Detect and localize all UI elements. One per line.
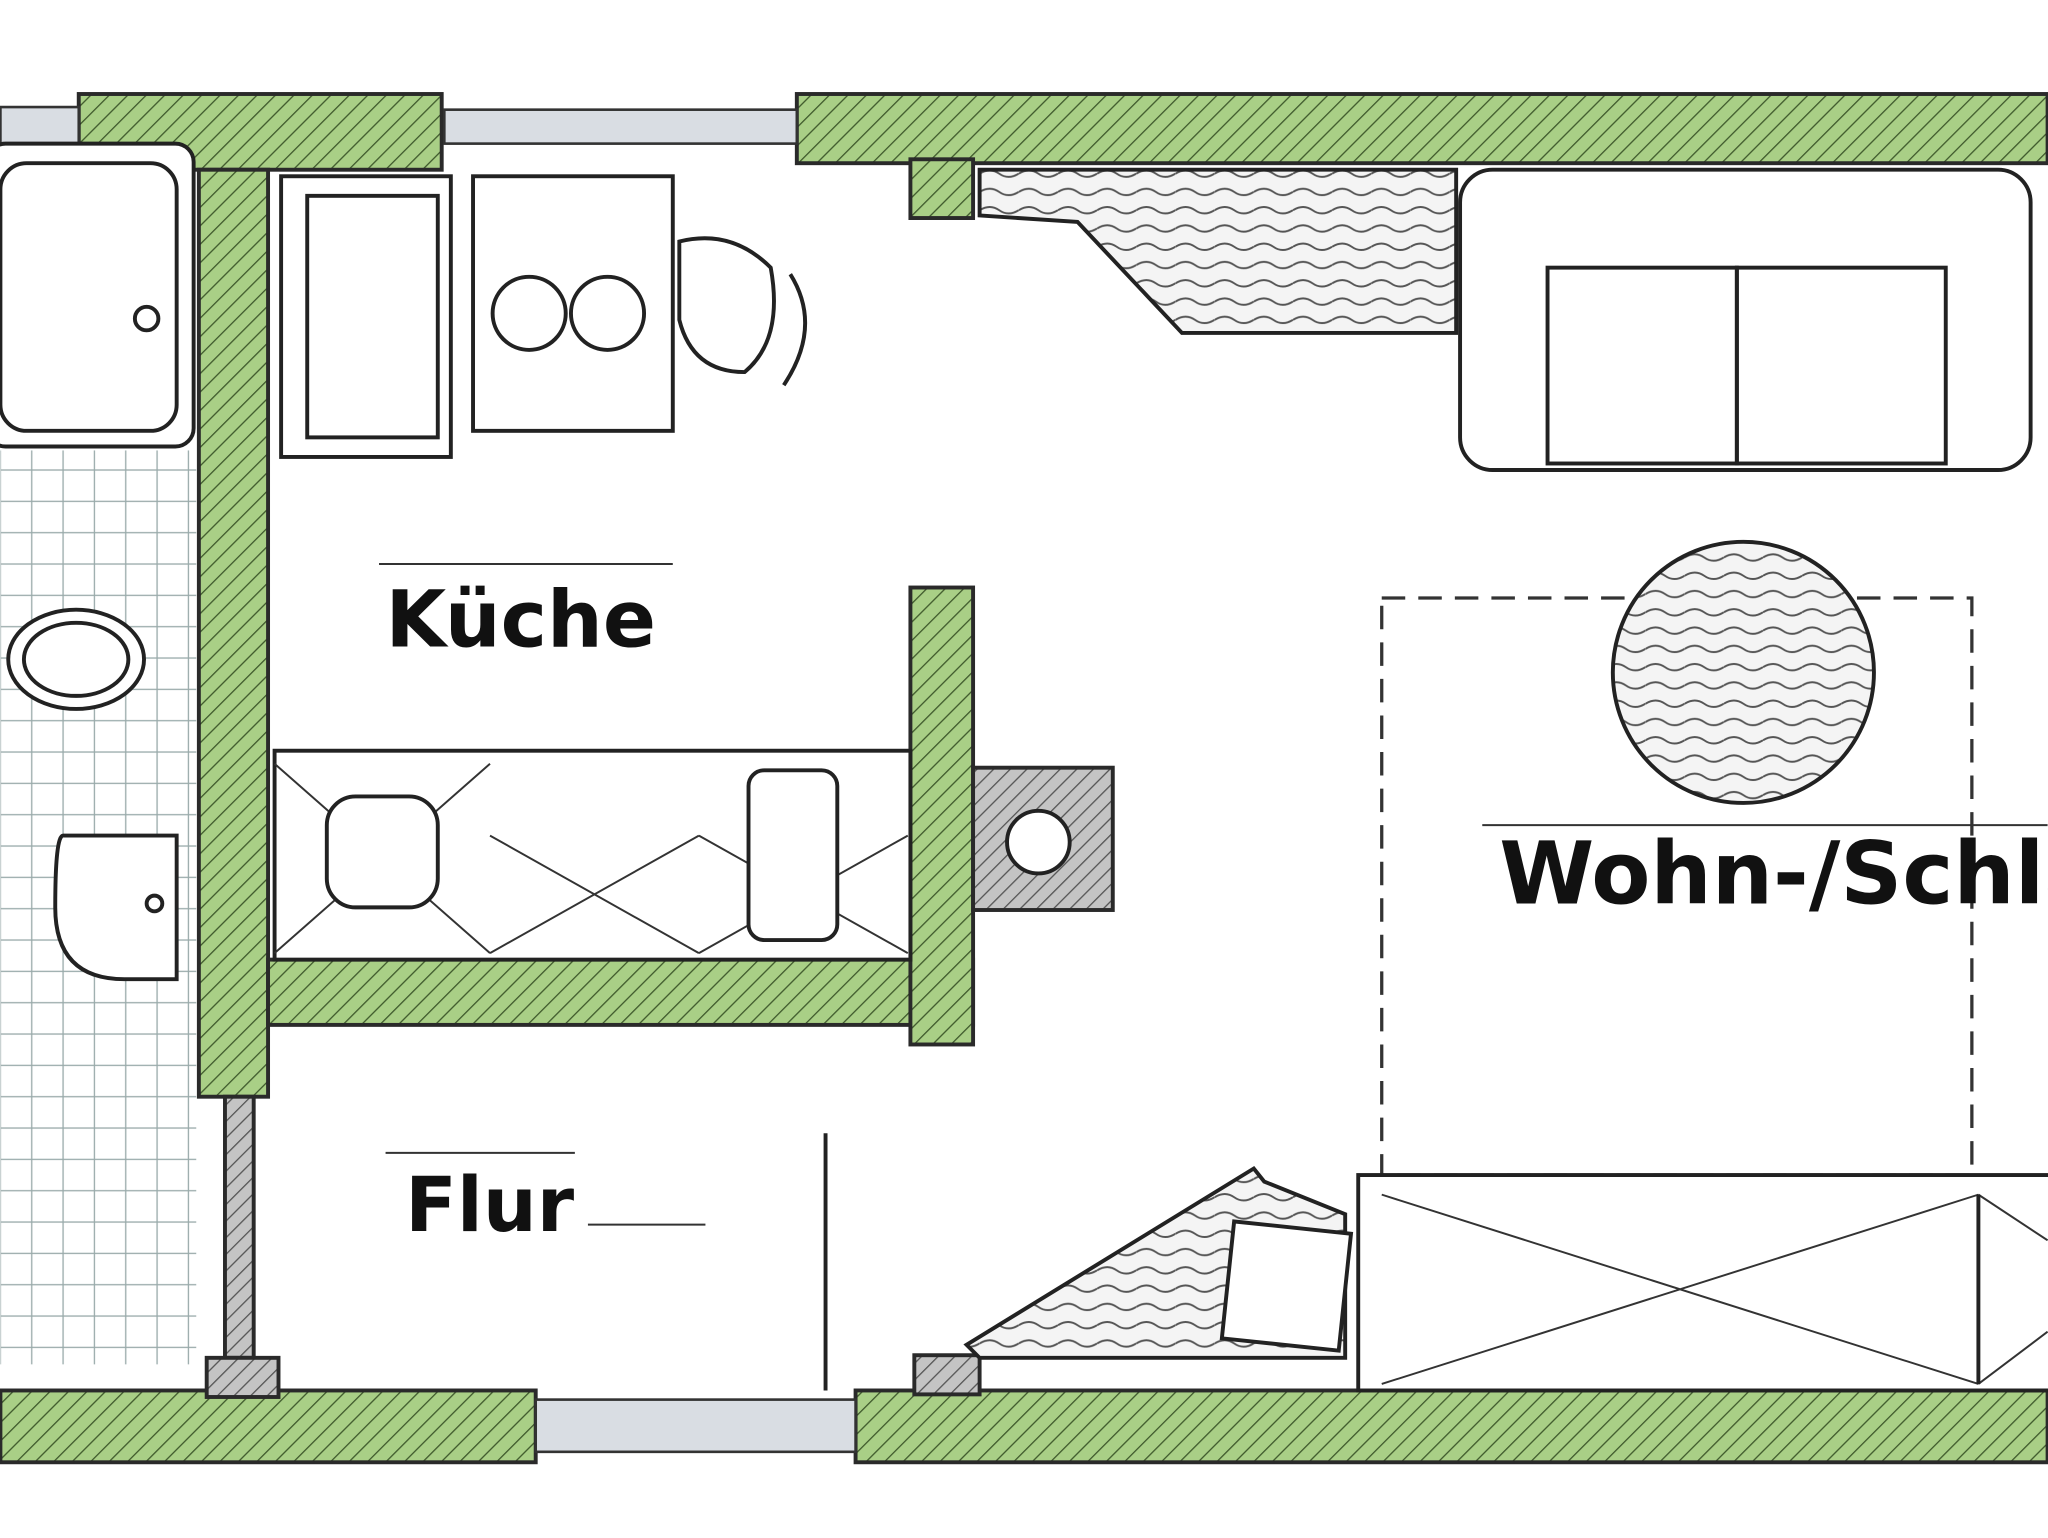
bathroom-wall [196, 167, 271, 1099]
bathroom-wall-lower [223, 1094, 256, 1360]
kitchen-stool [677, 236, 776, 375]
kitchen-partition-horizontal [266, 957, 976, 1027]
bottom-wall-stub-left [204, 1355, 281, 1399]
room-label-kitchen: Küche [386, 574, 656, 665]
bathroom [0, 141, 197, 1365]
washbasin [53, 833, 179, 982]
chimney [908, 157, 976, 220]
bottom-wall-left [0, 1388, 538, 1465]
column-pipe [1005, 808, 1072, 876]
room-label-living-bedroom: Wohn-/Schla [1499, 824, 2048, 924]
bed-cross [1381, 1193, 2048, 1385]
stove-burner-right [568, 274, 647, 352]
kitchen-furniture: Küche [272, 174, 913, 962]
room-label-hallway: Flur [405, 1161, 575, 1249]
stool-arc [782, 273, 807, 387]
bottom-wall-right [853, 1388, 2048, 1465]
bathtub [0, 141, 196, 449]
toilet-inner [21, 620, 131, 698]
round-table [1610, 539, 1876, 805]
bathtub-drain [132, 304, 161, 333]
chair-1 [324, 794, 440, 910]
armchair-seat [1219, 1219, 1354, 1353]
toilet [6, 607, 146, 711]
hallway: Flur [385, 1133, 828, 1391]
sofa-seat-right [1734, 265, 1948, 466]
kitchen-sink [305, 193, 440, 440]
bathtub-inner [0, 161, 179, 433]
kitchen-counter [279, 174, 453, 459]
shelf-cross-2 [489, 834, 700, 954]
chair-2 [746, 768, 840, 942]
window-top-left [0, 105, 81, 145]
living-room: Wohn-/Schla [963, 167, 2048, 1393]
kitchen-partition-vertical [908, 585, 976, 1047]
top-wall-right [794, 92, 2048, 166]
washbasin-drain [144, 893, 165, 914]
walls [0, 92, 2048, 1465]
desk [977, 167, 1459, 335]
sofa [1458, 167, 2033, 472]
entrance-door-opening [534, 1398, 857, 1454]
stove-burner-left [490, 274, 568, 352]
bottom-wall-stub-right [912, 1353, 982, 1397]
window-top-kitchen [443, 108, 799, 145]
